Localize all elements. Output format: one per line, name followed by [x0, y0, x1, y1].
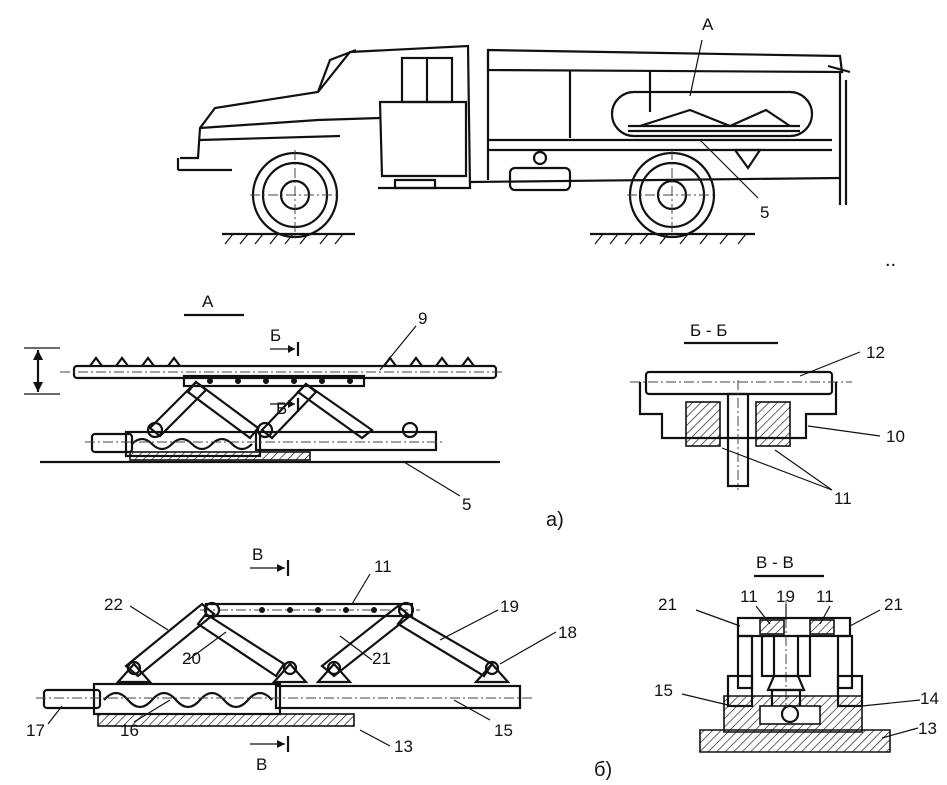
num-19-v: 19 [500, 597, 519, 616]
leader-5-view-a [403, 461, 461, 497]
dimension-arrow [24, 347, 60, 395]
truss-lower-assembly [36, 682, 535, 727]
leader-10 [807, 425, 881, 437]
leader-16 [133, 699, 171, 723]
detail-a-ellipse [610, 90, 814, 138]
scissor-links [146, 380, 419, 440]
leader-15 [453, 699, 491, 721]
callout-5-label: 5 [760, 203, 769, 222]
num-19-vv: 19 [776, 587, 795, 606]
num-13-vv: 13 [918, 719, 937, 738]
truck-cab [176, 44, 472, 190]
leader-21-left [695, 609, 741, 627]
leader-13-vv [881, 727, 919, 739]
num-15-v: 15 [494, 721, 513, 740]
leader-11-b [351, 573, 371, 605]
dots-mark: .. [885, 249, 896, 271]
num-11-vv-left: 11 [740, 587, 758, 606]
num-18: 18 [558, 623, 577, 642]
leader-22 [129, 605, 169, 631]
upper-bar [182, 374, 366, 388]
num-20: 20 [182, 649, 201, 668]
section-mark-v [250, 560, 290, 752]
caption-b: б) [594, 759, 612, 781]
num-21-v: 21 [372, 649, 391, 668]
leader-11a [721, 447, 833, 491]
view-b: В В [26, 545, 577, 774]
leader-11-right [819, 605, 831, 625]
num-22: 22 [104, 595, 123, 614]
section-mark-v-top-label: В [252, 545, 263, 564]
section-bb: Б - Б 12 10 11 [630, 321, 905, 508]
leader-15-vv [681, 693, 733, 707]
leader-19 [439, 609, 499, 641]
ground-right [590, 232, 755, 245]
leader-20 [187, 631, 227, 661]
section-mark-b-bottom-label: Б [276, 399, 287, 418]
num-12: 12 [866, 343, 885, 362]
callout-a-label: А [702, 15, 714, 34]
rear-wheel [627, 150, 717, 240]
truck-side-view: А 5 .. [176, 15, 896, 271]
leader-a [689, 39, 703, 97]
leader-5 [699, 139, 759, 199]
num-15-vv: 15 [654, 681, 673, 700]
leader-12 [799, 351, 861, 377]
section-bb-title: Б - Б [690, 321, 727, 340]
leader-21 [339, 635, 373, 661]
num-11-vv-right: 11 [816, 587, 834, 606]
num-21-vv-right: 21 [884, 595, 903, 614]
truck-body [469, 48, 851, 205]
leader-14 [861, 699, 921, 707]
section-mark-v-bottom-label: В [256, 755, 267, 774]
leader-18 [499, 631, 557, 665]
num-21-vv-left: 21 [658, 595, 677, 614]
section-vv-title: В - В [756, 553, 794, 572]
num-5-view-a: 5 [462, 495, 471, 514]
front-wheel [250, 150, 340, 240]
caption-a: а) [546, 509, 564, 531]
num-9: 9 [418, 309, 427, 328]
leader-11-left [755, 605, 771, 625]
num-14: 14 [920, 689, 939, 708]
section-vv: В - В 21 11 19 11 21 [594, 553, 939, 781]
leader-17 [47, 705, 63, 725]
truss-links [115, 602, 511, 684]
num-17: 17 [26, 721, 45, 740]
num-16: 16 [120, 721, 139, 740]
section-mark-b-top-label: Б [270, 326, 281, 345]
lower-assembly [40, 430, 500, 464]
leader-13 [359, 729, 391, 747]
leader-21-right [849, 609, 881, 627]
truss-top-bar [200, 601, 420, 619]
leader-11b [774, 449, 833, 491]
section-mark-b [270, 342, 300, 412]
leader-9 [379, 325, 417, 371]
num-11-v: 11 [374, 557, 392, 576]
view-a: А [24, 292, 564, 531]
num-13-v: 13 [394, 737, 413, 756]
num-11-bb: 11 [834, 489, 852, 508]
ground-left [222, 232, 355, 245]
num-10: 10 [886, 427, 905, 446]
view-a-title: А [202, 292, 214, 311]
